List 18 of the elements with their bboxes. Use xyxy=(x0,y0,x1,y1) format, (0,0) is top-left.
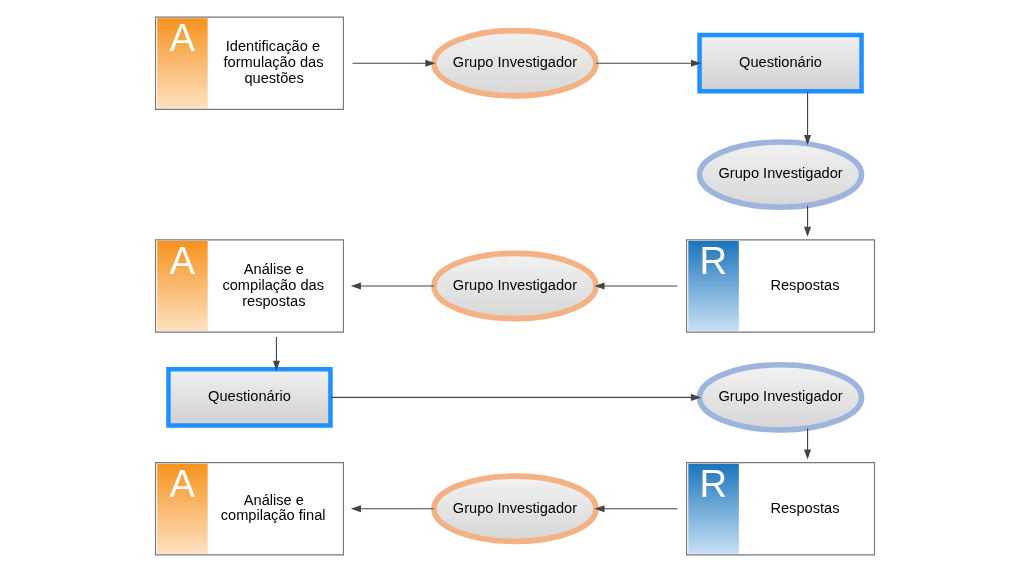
node-box: Questionário xyxy=(696,32,864,94)
arrow xyxy=(803,427,811,460)
arrow xyxy=(350,505,434,513)
arrow xyxy=(593,505,678,513)
arrow xyxy=(595,59,701,67)
node-box: Questionário xyxy=(165,367,333,428)
arrow xyxy=(329,393,701,401)
arrow xyxy=(351,59,436,67)
node-ellipse: Grupo Investigador xyxy=(696,139,864,211)
node-ellipse: Grupo Investigador xyxy=(430,250,599,322)
arrow xyxy=(350,282,434,290)
arrow xyxy=(593,282,678,290)
arrow xyxy=(803,205,811,237)
node-ellipse: Grupo Investigador xyxy=(430,473,599,545)
node-ellipse: Grupo Investigador xyxy=(430,27,599,99)
arrow xyxy=(803,91,811,146)
arrow xyxy=(272,336,280,371)
node-ellipse: Grupo Investigador xyxy=(696,361,864,433)
